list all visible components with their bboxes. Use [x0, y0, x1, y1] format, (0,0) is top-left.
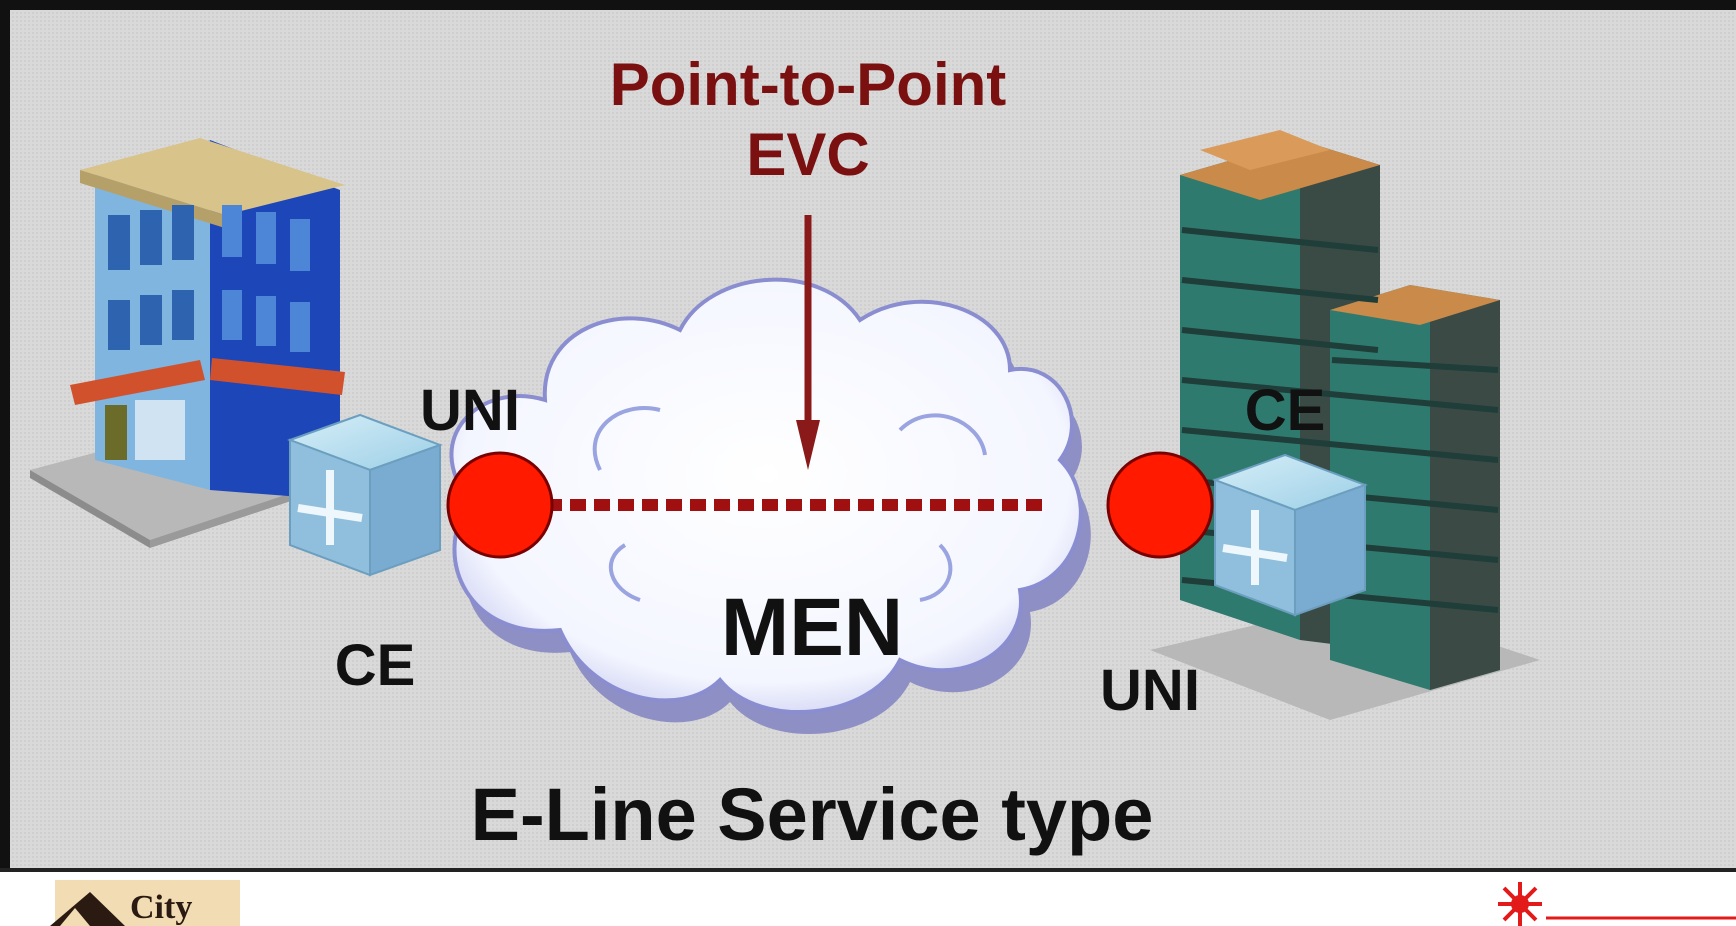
- uni-left-label: UNI: [420, 378, 520, 443]
- left-building-icon: [30, 138, 345, 548]
- ce-left-label: CE: [335, 633, 416, 698]
- city-logo-text: City: [130, 889, 192, 926]
- uni-right-label: UNI: [1100, 658, 1200, 723]
- men-cloud-label: MEN: [721, 582, 903, 673]
- starburst-icon: [1511, 895, 1529, 913]
- bottom-frame-line: [0, 868, 1736, 872]
- evc-title-line1: Point-to-Point: [610, 51, 1007, 118]
- men-cloud-icon: [449, 277, 1091, 735]
- top-frame-bar: [0, 0, 1736, 10]
- left-frame-bar: [0, 0, 10, 870]
- diagram-caption: E-Line Service type: [471, 773, 1154, 856]
- city-logo: City: [0, 880, 240, 926]
- ce-right-label: CE: [1245, 378, 1326, 443]
- starburst-logo: [1480, 880, 1736, 926]
- ce-left-device-icon: [287, 413, 443, 577]
- uni-left-dot-icon: [446, 451, 554, 559]
- evc-arrow-icon: [796, 215, 820, 470]
- uni-right-dot-icon: [1106, 451, 1214, 559]
- evc-title-line2: EVC: [746, 121, 869, 188]
- ce-right-device-icon: [1212, 453, 1368, 617]
